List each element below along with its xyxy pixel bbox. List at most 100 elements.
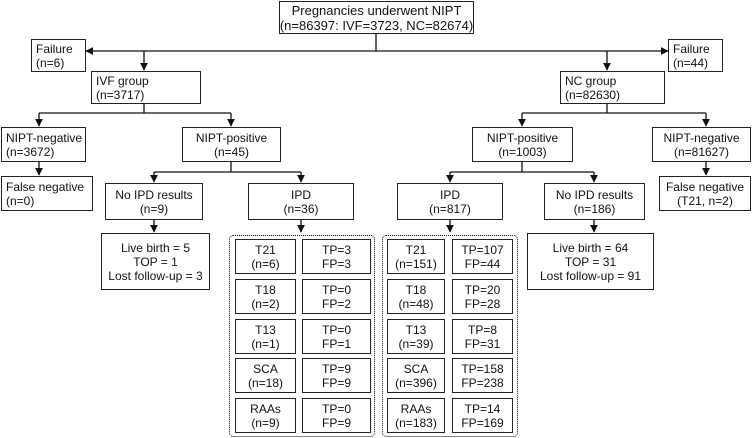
nc-negative-line2: (n=81627) xyxy=(673,144,730,159)
ivf-condition-box: T13(n=1) xyxy=(235,319,296,354)
nc-group-line2: (n=82630) xyxy=(565,87,621,102)
nc-result-fp: FP=169 xyxy=(461,415,504,430)
nc-condition-name: T13 xyxy=(405,322,427,337)
ivf-false-negative-line1: False negative xyxy=(6,179,85,194)
ivf-condition-name: T13 xyxy=(255,322,276,337)
nc-condition-name: SCA xyxy=(403,361,429,376)
ivf-result-fp: FP=9 xyxy=(321,375,351,390)
nc-result-tp: TP=158 xyxy=(461,361,504,376)
ivf-condition-name: T18 xyxy=(255,282,276,297)
nc-false-negative-line1: False negative xyxy=(665,179,745,194)
nc-condition-n: (n=151) xyxy=(395,256,437,271)
ivf-group-line1: IVF group xyxy=(96,73,149,88)
nc-condition-box: T21(n=151) xyxy=(387,239,445,274)
nc-group-box: NC group (n=82630) xyxy=(560,71,665,104)
root-line1: Pregnancies underwent NIPT xyxy=(291,2,462,18)
ivf-condition-n: (n=18) xyxy=(247,375,284,390)
ivf-ipd-box: IPD (n=36) xyxy=(248,183,354,220)
nc-result-tp: TP=8 xyxy=(467,322,497,337)
nc-ipd-line2: (n=817) xyxy=(429,201,471,216)
nc-condition-box: RAAs(n=183) xyxy=(387,398,445,433)
ivf-condition-box: T18(n=2) xyxy=(235,279,296,314)
failure-left-line2: (n=6) xyxy=(36,55,65,70)
root-box: Pregnancies underwent NIPT (n=86397: IVF… xyxy=(279,1,474,34)
ivf-condition-name: T21 xyxy=(255,242,276,257)
nc-result-tp: TP=20 xyxy=(464,282,501,297)
ivf-result-tp: TP=9 xyxy=(321,361,351,376)
nc-positive-line2: (n=1003) xyxy=(498,144,547,159)
ivf-condition-box: SCA(n=18) xyxy=(235,358,296,393)
ivf-no-ipd-box: No IPD results (n=9) xyxy=(105,183,203,220)
nc-condition-n: (n=183) xyxy=(395,415,437,430)
ivf-condition-n: (n=6) xyxy=(251,256,280,271)
failure-right-line1: Failure xyxy=(673,41,710,56)
nc-condition-name: T18 xyxy=(405,282,427,297)
nc-outcomes-line3: Lost follow-up = 91 xyxy=(539,268,642,283)
ivf-false-negative-box: False negative (n=0) xyxy=(1,176,93,211)
nc-result-fp: FP=28 xyxy=(464,296,501,311)
ivf-positive-box: NIPT-positive (n=45) xyxy=(182,127,281,162)
ivf-condition-name: SCA xyxy=(253,361,278,376)
ivf-outcomes-line2: TOP = 1 xyxy=(133,254,178,269)
nc-outcomes-box: Live birth = 64 TOP = 31 Lost follow-up … xyxy=(527,233,654,290)
ivf-condition-n: (n=2) xyxy=(251,296,280,311)
nc-positive-box: NIPT-positive (n=1003) xyxy=(472,127,573,162)
ivf-ipd-results-group xyxy=(229,235,375,437)
ivf-result-tp: TP=0 xyxy=(321,282,351,297)
failure-box-left: Failure (n=6) xyxy=(31,39,86,72)
ivf-result-tp: TP=0 xyxy=(321,401,351,416)
ivf-outcomes-box: Live birth = 5 TOP = 1 Lost follow-up = … xyxy=(101,233,210,290)
nc-outcomes-line1: Live birth = 64 xyxy=(552,240,629,255)
ivf-condition-box: T21(n=6) xyxy=(235,239,296,274)
failure-right-line2: (n=44) xyxy=(673,55,709,70)
nc-condition-n: (n=396) xyxy=(395,375,437,390)
nc-ipd-line1: IPD xyxy=(439,187,460,202)
ivf-result-tp: TP=0 xyxy=(321,322,351,337)
ivf-negative-line2: (n=3672) xyxy=(6,144,55,159)
nc-false-negative-box: False negative (T21, n=2) xyxy=(659,176,751,211)
nc-ipd-results-group xyxy=(382,235,518,437)
nc-no-ipd-line2: (n=186) xyxy=(573,201,616,216)
nc-false-negative-line2: (T21, n=2) xyxy=(677,193,733,208)
ivf-negative-line1: NIPT-negative xyxy=(6,130,83,145)
nc-condition-n: (n=48) xyxy=(398,296,434,311)
nc-result-tp: TP=14 xyxy=(464,401,501,416)
ivf-false-negative-line2: (n=0) xyxy=(6,193,35,208)
nc-result-fp: FP=31 xyxy=(464,336,501,351)
ivf-ipd-line1: IPD xyxy=(290,187,311,202)
nc-condition-name: RAAs xyxy=(400,401,432,416)
nc-no-ipd-box: No IPD results (n=186) xyxy=(544,183,645,220)
nc-outcomes-line2: TOP = 31 xyxy=(564,254,617,269)
nc-result-fp: FP=44 xyxy=(464,256,501,271)
ivf-condition-name: RAAs xyxy=(250,401,281,416)
root-line2: (n=86397: IVF=3723, NC=82674) xyxy=(279,17,474,33)
nc-negative-box: NIPT-negative (n=81627) xyxy=(652,127,751,162)
ivf-positive-line2: (n=45) xyxy=(213,144,250,159)
ivf-ipd-line2: (n=36) xyxy=(283,201,319,216)
ivf-outcomes-line3: Lost follow-up = 3 xyxy=(108,268,203,283)
nc-negative-line1: NIPT-negative xyxy=(663,130,740,145)
ivf-negative-box: NIPT-negative (n=3672) xyxy=(1,127,86,162)
ivf-condition-n: (n=9) xyxy=(251,415,280,430)
ivf-no-ipd-line2: (n=9) xyxy=(139,201,169,216)
ivf-group-box: IVF group (n=3717) xyxy=(91,71,201,104)
nc-condition-name: T21 xyxy=(405,242,427,257)
ivf-result-fp: FP=1 xyxy=(321,336,351,351)
ivf-positive-line1: NIPT-positive xyxy=(195,130,268,145)
ivf-outcomes-line1: Live birth = 5 xyxy=(120,240,191,255)
nc-no-ipd-line1: No IPD results xyxy=(555,187,634,202)
ivf-condition-n: (n=1) xyxy=(251,336,280,351)
ivf-result-tp: TP=3 xyxy=(321,242,351,257)
ivf-result-fp: FP=3 xyxy=(321,256,351,271)
